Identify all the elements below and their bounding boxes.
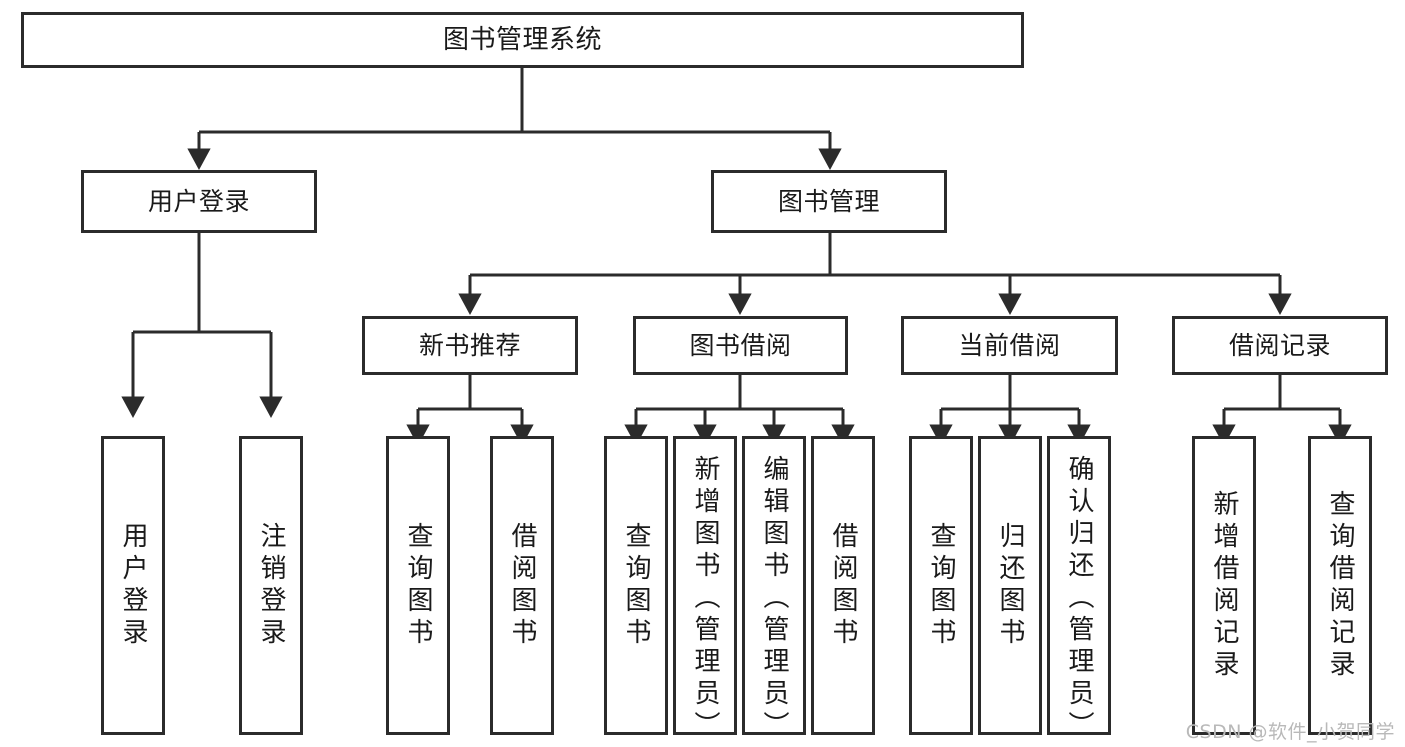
leaf-query-record[interactable]: 查询借阅记录 [1308, 436, 1372, 735]
node-borrow-record[interactable]: 借阅记录 [1172, 316, 1388, 375]
node-user-login-label: 用户登录 [147, 186, 250, 216]
node-root-system[interactable]: 图书管理系统 [21, 12, 1024, 68]
leaf-confirm-return-label: 确认归还（管理员） [1064, 455, 1094, 743]
node-root-system-label: 图书管理系统 [442, 24, 602, 55]
node-new-book-rec-label: 新书推荐 [418, 330, 521, 360]
leaf-add-record[interactable]: 新增借阅记录 [1192, 436, 1256, 735]
leaf-edit-book-label: 编辑图书（管理员） [759, 455, 789, 743]
node-book-borrow[interactable]: 图书借阅 [633, 316, 848, 375]
node-book-manage[interactable]: 图书管理 [711, 170, 947, 233]
leaf-query-book-1-label: 查询图书 [403, 521, 433, 650]
leaf-borrow-book-1[interactable]: 借阅图书 [490, 436, 554, 735]
node-book-manage-label: 图书管理 [777, 186, 880, 216]
node-current-borrow[interactable]: 当前借阅 [901, 316, 1118, 375]
leaf-query-record-label: 查询借阅记录 [1325, 489, 1355, 682]
leaf-query-book-1[interactable]: 查询图书 [386, 436, 450, 735]
leaf-query-book-3[interactable]: 查询图书 [909, 436, 973, 735]
leaf-borrow-book-2-label: 借阅图书 [828, 521, 858, 650]
node-book-borrow-label: 图书借阅 [689, 330, 792, 360]
leaf-user-login-label: 用户登录 [118, 521, 148, 650]
node-user-login[interactable]: 用户登录 [81, 170, 317, 233]
leaf-add-book-label: 新增图书（管理员） [690, 455, 720, 743]
node-borrow-record-label: 借阅记录 [1228, 330, 1331, 360]
node-current-borrow-label: 当前借阅 [958, 330, 1061, 360]
leaf-edit-book[interactable]: 编辑图书（管理员） [742, 436, 806, 743]
leaf-query-book-3-label: 查询图书 [926, 521, 956, 650]
leaf-user-logout-label: 注销登录 [256, 521, 286, 650]
leaf-user-login[interactable]: 用户登录 [101, 436, 165, 735]
leaf-return-book-label: 归还图书 [995, 521, 1025, 650]
leaf-borrow-book-1-label: 借阅图书 [507, 521, 537, 650]
leaf-query-book-2-label: 查询图书 [621, 521, 651, 650]
leaf-add-record-label: 新增借阅记录 [1209, 489, 1239, 682]
leaf-confirm-return[interactable]: 确认归还（管理员） [1047, 436, 1111, 743]
node-new-book-rec[interactable]: 新书推荐 [362, 316, 578, 375]
csdn-watermark: CSDN @软件_小贺同学 [1185, 721, 1395, 743]
leaf-query-book-2[interactable]: 查询图书 [604, 436, 668, 735]
leaf-return-book[interactable]: 归还图书 [978, 436, 1042, 735]
leaf-user-logout[interactable]: 注销登录 [239, 436, 303, 735]
leaf-add-book[interactable]: 新增图书（管理员） [673, 436, 737, 743]
leaf-borrow-book-2[interactable]: 借阅图书 [811, 436, 875, 735]
